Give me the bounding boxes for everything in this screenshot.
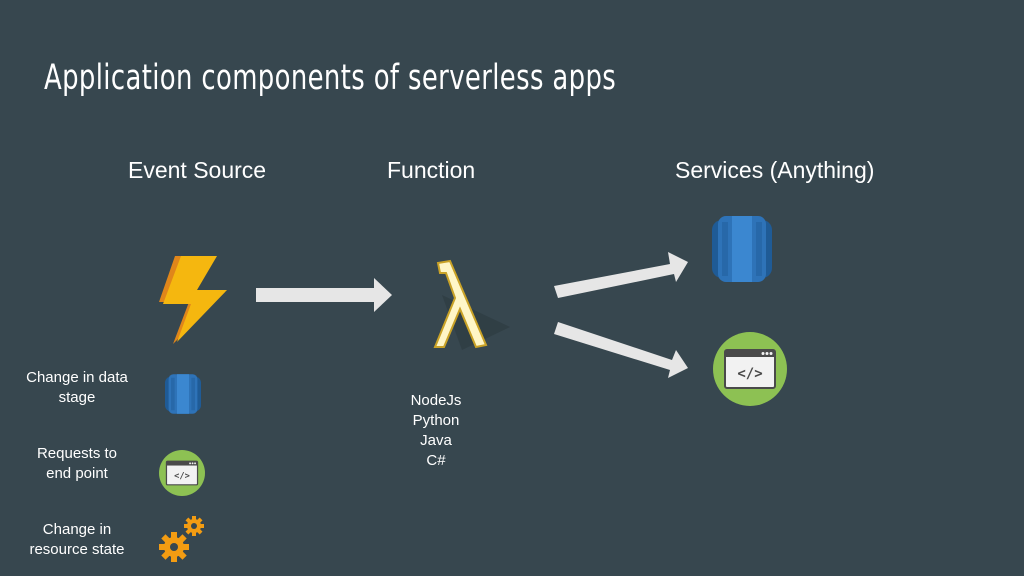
svg-text:</>: </> bbox=[737, 366, 762, 382]
slide-title: Application components of serverless app… bbox=[44, 58, 617, 98]
event-label-data-change: Change in data stage bbox=[26, 369, 128, 406]
services-header: Services (Anything) bbox=[675, 157, 875, 183]
runtime-item: Java bbox=[420, 432, 452, 449]
runtime-list: NodeJs Python Java C# bbox=[396, 391, 476, 471]
event-label-endpoint-request: Requests to end point bbox=[36, 445, 118, 482]
lambda-icon bbox=[433, 259, 510, 350]
lightning-bolt-icon bbox=[159, 256, 227, 344]
database-icon bbox=[165, 374, 201, 414]
svg-text:</>: </> bbox=[174, 472, 190, 482]
runtime-item: Python bbox=[412, 412, 460, 429]
gears-icon bbox=[159, 516, 204, 562]
event-label-resource-state: Change in resource state bbox=[29, 521, 125, 558]
event-source-header: Event Source bbox=[128, 157, 267, 183]
runtime-item: NodeJs bbox=[410, 392, 462, 409]
arrow-function-to-database bbox=[554, 252, 688, 298]
api-endpoint-icon: </> bbox=[713, 332, 787, 406]
arrow-event-to-function bbox=[256, 278, 392, 312]
database-icon bbox=[712, 216, 772, 282]
runtime-item: C# bbox=[426, 452, 446, 469]
arrow-function-to-endpoint bbox=[554, 322, 688, 378]
function-header: Function bbox=[387, 157, 476, 183]
api-endpoint-icon: </> bbox=[159, 450, 205, 496]
